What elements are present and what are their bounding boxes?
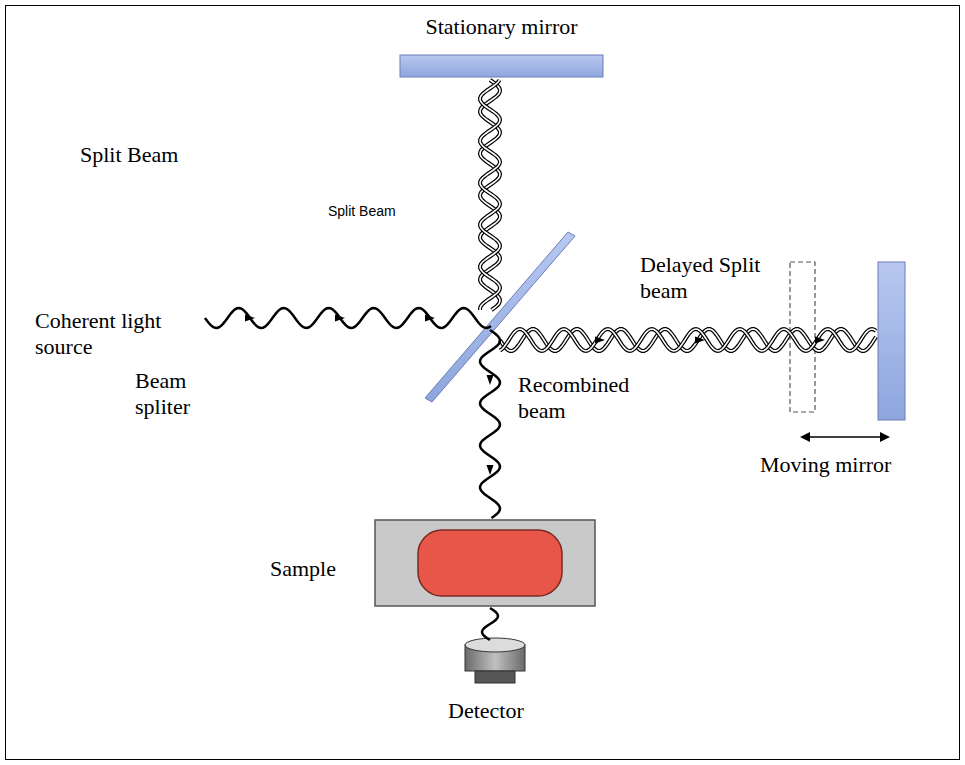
light-waves [205,80,876,640]
wave-arrowhead [595,337,605,344]
wave-arrowhead [695,337,705,344]
motion-arrow [800,432,890,442]
sample-holder [375,520,595,606]
wave-arrowhead [487,465,494,475]
wave-arrowhead [487,375,494,385]
wave-arrowhead [245,315,255,322]
sample-label: Sample [270,556,336,582]
light-wave [500,329,876,351]
splitter-label: Beam spliter [135,368,235,421]
light-wave [482,608,498,640]
frame [6,6,960,760]
mirror-label: Stationary mirror [400,14,603,40]
light-wave [480,80,500,310]
light-wave [480,330,500,518]
moving-mirror [878,262,905,420]
sample [418,530,562,596]
light-wave [500,329,876,351]
beam-label: Split Beam [328,203,396,220]
light-wave [500,329,876,351]
light-wave [480,80,500,310]
light-wave [480,80,500,310]
beam-label: Recombined beam [518,372,658,425]
light-wave [500,329,876,351]
wave-arrowhead [335,315,345,322]
beam-label: Split Beam [80,142,178,168]
mirror-label: Moving mirror [760,452,891,478]
detector [465,638,525,683]
light-wave [480,80,500,310]
wave-arrowhead [815,337,825,344]
source-label: Coherent light source [35,308,195,361]
stationary-mirror [400,55,603,77]
detector-label: Detector [448,698,524,724]
light-wave [205,308,491,328]
beam-label: Delayed Split beam [640,252,780,305]
wave-arrowhead [425,315,435,322]
